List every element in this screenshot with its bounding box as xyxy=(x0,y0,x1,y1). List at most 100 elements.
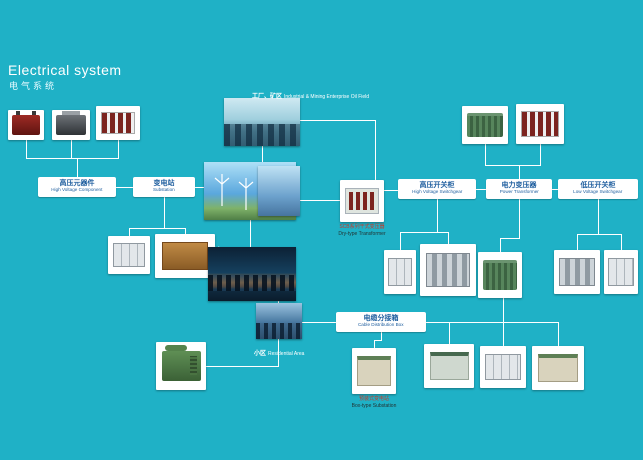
product-box-substation-2[interactable] xyxy=(480,346,526,388)
connector-line xyxy=(374,340,375,348)
connector-line xyxy=(519,199,520,238)
connector-line xyxy=(206,366,279,367)
box-substation-caption: 预装式变电站 Box-type Substation xyxy=(344,396,404,409)
cabinet-row-icon xyxy=(559,257,595,287)
residential-label-en: Residential Area xyxy=(268,351,305,357)
product-hv-breaker[interactable] xyxy=(8,110,44,140)
connector-line xyxy=(262,146,263,162)
product-switch-cabinet[interactable] xyxy=(108,236,150,274)
connector-line xyxy=(250,220,251,247)
node-hv-component[interactable]: 高压元器件 High Voltage Component xyxy=(38,177,116,197)
node-label-en: High Voltage Switchgear xyxy=(411,189,463,196)
product-oil-transformer-large[interactable] xyxy=(156,342,206,390)
caption-line-2: Dry-type Transformer xyxy=(338,230,386,237)
cabinet-icon xyxy=(112,242,146,268)
residential-photo[interactable] xyxy=(256,303,302,339)
caption-line-1: 预装式变电站 xyxy=(358,396,389,402)
product-dry-transformer-center[interactable] xyxy=(340,180,384,222)
connector-line xyxy=(519,165,520,179)
connector-line xyxy=(437,199,438,232)
connector-line xyxy=(26,158,119,159)
industrial-label-zh: 工厂、矿区 xyxy=(252,94,283,100)
product-box-substation-1[interactable] xyxy=(424,344,474,388)
page-subtitle: 电气系统 xyxy=(9,81,58,91)
container-substation-icon xyxy=(161,241,209,271)
connector-line xyxy=(77,158,78,177)
connector-line xyxy=(426,322,559,323)
product-lv-cabinet-1[interactable] xyxy=(554,250,600,294)
node-power-transformer[interactable]: 电力变压器 Power Transformer xyxy=(486,179,552,199)
contactor-icon xyxy=(56,111,86,135)
powerline-photo[interactable] xyxy=(258,166,300,216)
node-label-en: High Voltage Component xyxy=(51,187,103,194)
node-label-zh: 高压元器件 xyxy=(59,180,95,188)
product-hv-cabinet-row[interactable] xyxy=(420,244,476,296)
connector-line xyxy=(621,234,622,250)
product-dry-transformer[interactable] xyxy=(516,104,564,144)
dry-transformer-caption: SCB系列干式变压器 Dry-type Transformer xyxy=(332,224,392,237)
node-label-zh: 低压开关柜 xyxy=(580,182,616,190)
node-label-en: Low Voltage Switchgear xyxy=(573,189,623,196)
product-hv-coil[interactable] xyxy=(96,106,140,140)
vacuum-breaker-icon xyxy=(11,111,41,135)
oil-transformer-icon xyxy=(467,112,503,138)
wind-turbine-icon xyxy=(214,174,254,210)
industrial-scene-photo[interactable] xyxy=(224,98,300,146)
connector-line xyxy=(558,322,559,346)
product-hv-contactor[interactable] xyxy=(52,110,90,140)
node-cable-distribution-box[interactable]: 电缆分接箱 Cable Distribution Box xyxy=(336,312,426,332)
connector-line xyxy=(598,199,599,234)
node-label-en: Cable Distribution Box xyxy=(358,322,404,329)
industrial-label-en: Industrial & Mining Enterprise Oil Field xyxy=(284,94,370,100)
connector-line xyxy=(500,238,520,239)
connector-line xyxy=(449,322,450,344)
node-label-en: Substation xyxy=(153,187,175,194)
connector-line xyxy=(116,187,133,188)
node-substation[interactable]: 变电站 Substation xyxy=(133,177,195,197)
connector-line xyxy=(503,298,504,346)
product-transformer-cabinet[interactable] xyxy=(478,252,522,298)
connector-line xyxy=(485,144,486,165)
connector-line xyxy=(577,234,622,235)
connector-line xyxy=(118,140,119,158)
connector-line xyxy=(400,232,401,250)
connector-line xyxy=(164,197,165,228)
product-outdoor-cabinet[interactable] xyxy=(352,348,396,394)
node-label-zh: 高压开关柜 xyxy=(419,182,455,190)
box-substation-icon xyxy=(537,353,579,383)
connector-line xyxy=(129,228,186,229)
connector-line xyxy=(400,232,448,233)
product-lv-cabinet-2[interactable] xyxy=(604,250,638,294)
oil-transformer-icon xyxy=(161,344,201,382)
node-label-zh: 电缆分接箱 xyxy=(363,315,399,323)
product-oil-transformer-small[interactable] xyxy=(462,106,508,144)
connector-line xyxy=(296,200,340,201)
node-lv-switchgear[interactable]: 低压开关柜 Low Voltage Switchgear xyxy=(558,179,638,199)
connector-line xyxy=(485,165,541,166)
dry-transformer-icon xyxy=(344,187,380,215)
connector-line xyxy=(500,238,501,252)
node-hv-switchgear[interactable]: 高压开关柜 High Voltage Switchgear xyxy=(398,179,476,199)
product-box-substation-brown[interactable] xyxy=(155,234,215,278)
connector-line xyxy=(384,190,398,191)
cabinet-icon xyxy=(485,353,521,381)
dry-transformer-coils-icon xyxy=(521,111,559,137)
connector-line xyxy=(302,322,336,323)
coil-icon xyxy=(100,112,136,134)
caption-line-1: SCB系列干式变压器 xyxy=(339,224,385,230)
node-label-zh: 电力变压器 xyxy=(501,182,537,190)
product-box-substation-3[interactable] xyxy=(532,346,584,390)
box-substation-icon xyxy=(356,356,392,386)
connector-line xyxy=(195,187,204,188)
connector-line xyxy=(375,120,376,180)
connector-line xyxy=(26,140,27,158)
connector-line xyxy=(374,340,382,341)
page-title: Electrical system xyxy=(8,62,122,78)
connector-line xyxy=(552,189,558,190)
product-hv-cabinet-1[interactable] xyxy=(384,250,416,294)
connector-line xyxy=(185,228,186,234)
city-photo[interactable] xyxy=(208,247,296,301)
connector-line xyxy=(540,144,541,165)
